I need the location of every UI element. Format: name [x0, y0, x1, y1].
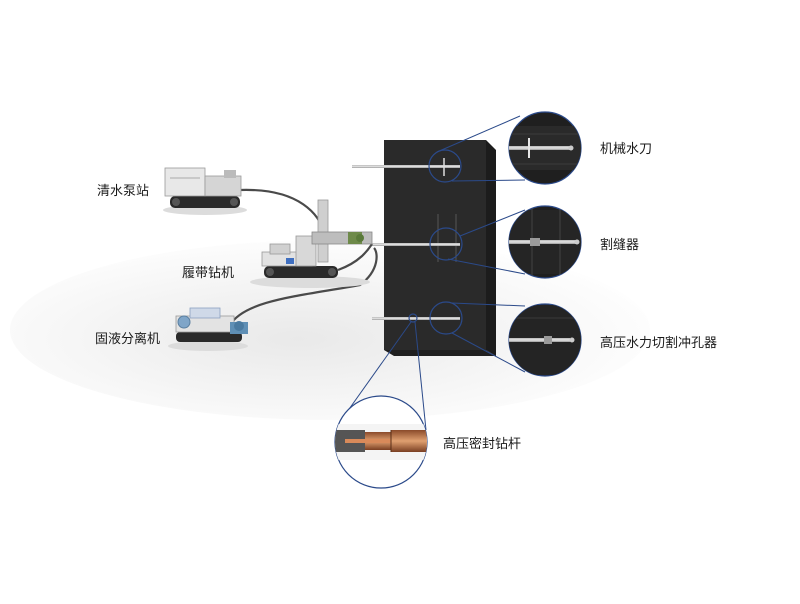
block-callout-circles	[408, 149, 463, 335]
clean-water-pump-station	[163, 167, 247, 215]
label-crawler-drill: 履带钻机	[182, 266, 235, 281]
label-clean-water-pump-station: 清水泵站	[97, 184, 150, 199]
label-hp-sealed-drill-rod: 高压密封钻杆	[443, 437, 522, 452]
zoom-circle-hp-sealed-drill-rod	[334, 395, 428, 489]
zoom-circle-hp-water-cutting-punch	[508, 303, 582, 377]
coal-seam-block	[384, 140, 496, 356]
zoom-circle-mechanical-water-knife	[508, 111, 582, 185]
crawler-drill-rig	[250, 199, 373, 288]
zoom-circle-slotting-tool	[508, 205, 582, 279]
drill-rods	[352, 158, 460, 320]
solid-liquid-separator	[168, 307, 248, 351]
label-solid-liquid-separator: 固液分离机	[95, 332, 161, 347]
callout-lines	[346, 115, 526, 431]
label-slotting-tool: 割缝器	[600, 238, 640, 253]
label-hp-water-cutting-punch: 高压水力切割冲孔器	[600, 336, 718, 351]
label-mechanical-water-knife: 机械水刀	[600, 142, 653, 157]
